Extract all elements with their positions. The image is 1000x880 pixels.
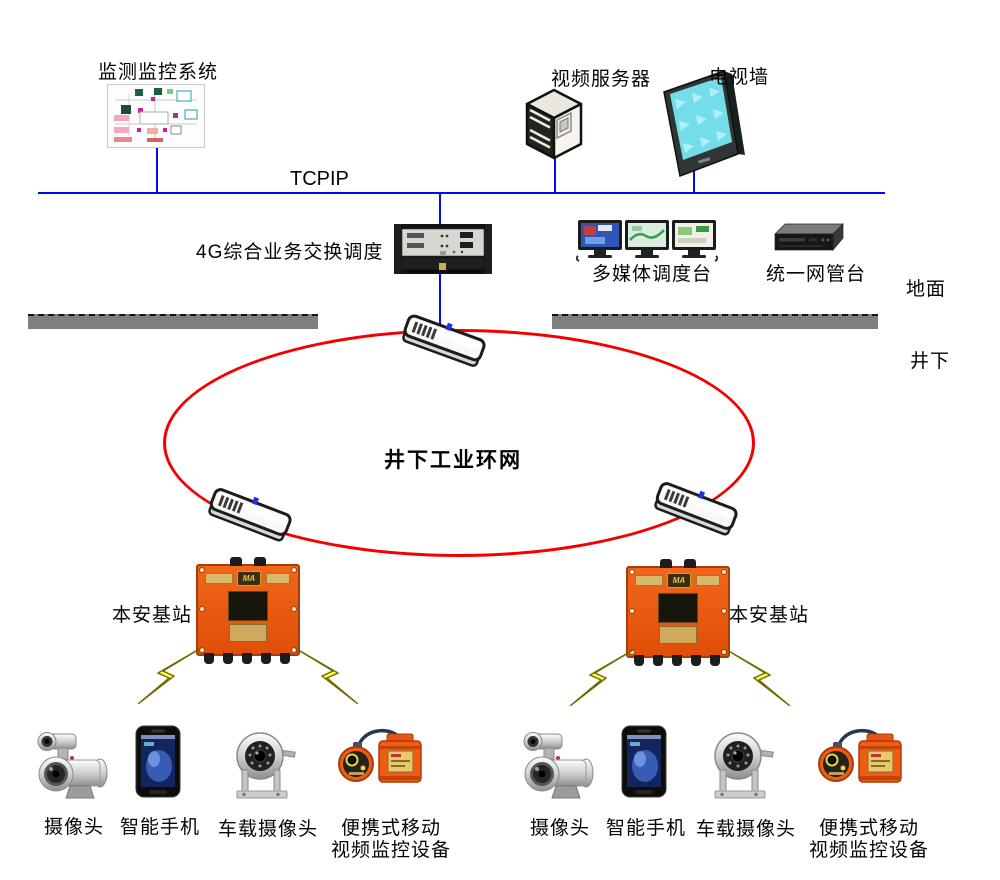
portable-monitor-device-icon <box>338 728 422 783</box>
station-plate <box>266 573 290 584</box>
station-connector <box>230 557 242 566</box>
tcpip-bus-line <box>38 192 885 194</box>
vehicle-camera-label: 车载摄像头 <box>218 819 319 840</box>
multimedia-console-icon <box>576 220 718 262</box>
nms-console-label: 统一网管台 <box>766 264 867 285</box>
ground-zone-label: 地面 <box>906 279 947 300</box>
tv-wall-label: 电视墙 <box>709 67 770 88</box>
vehicle-camera-icon <box>714 732 774 799</box>
ma-badge: MA <box>237 571 261 586</box>
station-connector <box>684 559 696 568</box>
link-rack-to-switch <box>439 272 441 332</box>
lightning-bolt-icon <box>138 648 202 704</box>
station-plate <box>696 575 720 586</box>
smartphone-icon <box>621 725 667 798</box>
camera-label: 摄像头 <box>529 818 590 839</box>
ma-badge: MA <box>667 573 691 588</box>
station-connector <box>710 655 720 666</box>
station-connector <box>691 655 701 666</box>
station-connector <box>280 653 290 664</box>
station-connector <box>204 653 214 664</box>
link-bus-to-rack <box>439 193 441 225</box>
base-station-right-icon: MA <box>626 559 730 666</box>
station-connector <box>672 655 682 666</box>
dispatch-4g-label: 4G综合业务交换调度 <box>196 242 384 263</box>
lightning-bolt-icon <box>294 648 358 704</box>
ring-switch-left-icon <box>208 488 292 542</box>
smartphone-label: 智能手机 <box>606 818 687 839</box>
portable-monitor-device-icon <box>818 728 902 783</box>
monitoring-system-schematic-icon <box>107 84 205 148</box>
tcpip-label: TCPIP <box>290 168 349 190</box>
link-server-to-bus <box>554 156 556 193</box>
dispatch-4g-rack-icon <box>394 224 492 274</box>
station-label-plate <box>659 626 697 644</box>
video-server-label: 视频服务器 <box>551 69 652 90</box>
camera-icon <box>37 732 108 799</box>
lightning-bolt-icon <box>726 650 790 706</box>
video-server-icon <box>525 88 583 160</box>
nms-console-icon <box>774 223 844 251</box>
station-connector <box>653 655 663 666</box>
station-connector <box>254 557 266 566</box>
base-station-left-label: 本安基站 <box>112 605 193 626</box>
ring-switch-top-icon <box>402 314 486 367</box>
surface-separator-bar-left <box>28 314 318 329</box>
ring-switch-right-icon <box>654 482 738 536</box>
camera-label: 摄像头 <box>43 817 104 838</box>
multimedia-console-label: 多媒体调度台 <box>592 264 713 285</box>
tv-wall-icon <box>663 69 745 178</box>
link-tvwall-to-bus <box>693 150 695 193</box>
station-plate <box>205 573 233 584</box>
lightning-bolt-icon <box>570 650 634 706</box>
monitoring-system-label: 监测监控系统 <box>98 62 219 83</box>
surface-separator-bar-right <box>552 314 878 329</box>
station-screen <box>228 591 268 621</box>
ring-network-label: 井下工业环网 <box>384 449 522 472</box>
portable-device-label: 便携式移动 视频监控设备 <box>808 818 929 861</box>
link-monitoring-to-bus <box>156 147 158 193</box>
smartphone-label: 智能手机 <box>120 817 201 838</box>
station-label-plate <box>229 624 267 642</box>
base-station-right-label: 本安基站 <box>729 605 810 626</box>
station-connector <box>242 653 252 664</box>
vehicle-camera-label: 车载摄像头 <box>696 819 797 840</box>
underground-zone-label: 井下 <box>910 351 951 372</box>
smartphone-icon <box>135 725 181 798</box>
station-screen <box>658 593 698 623</box>
station-connector <box>634 655 644 666</box>
station-plate <box>635 575 663 586</box>
portable-device-label: 便携式移动 视频监控设备 <box>330 818 451 861</box>
station-connector <box>660 559 672 568</box>
camera-icon <box>523 732 594 799</box>
vehicle-camera-icon <box>236 732 296 799</box>
station-connector <box>261 653 271 664</box>
base-station-left-icon: MA <box>196 557 300 664</box>
station-connector <box>223 653 233 664</box>
